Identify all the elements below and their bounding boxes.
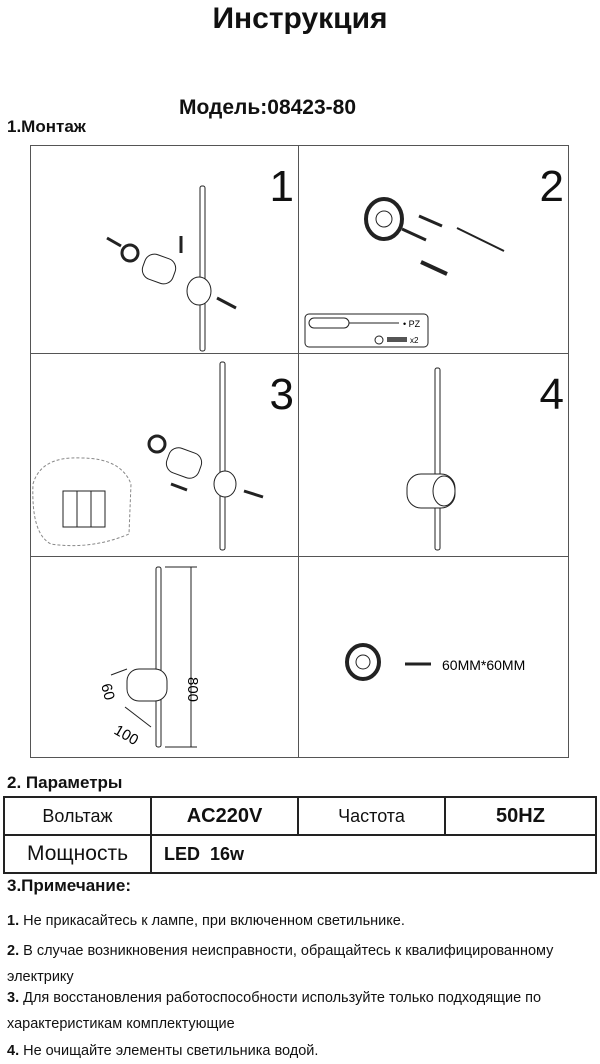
- base-size-panel: 60MM*60MM: [298, 556, 569, 758]
- dimensions-illustration: 800 60 100: [97, 566, 201, 749]
- table-row: Мощность LED 16w: [3, 834, 597, 874]
- step-number: 1: [269, 162, 294, 211]
- note-item: 4. Не очищайте элементы светильника водо…: [7, 1043, 319, 1059]
- section-parameters: 2. Параметры: [7, 773, 123, 792]
- note-item: 1. Не прикасайтесь к лампе, при включенн…: [7, 913, 405, 929]
- frequency-label: Частота: [297, 796, 446, 836]
- table-row: Вольтаж AC220V Частота 50HZ: [3, 796, 597, 836]
- power-label: Мощность: [3, 834, 152, 874]
- base-size-label: 60MM*60MM: [442, 657, 525, 673]
- power-value: LED 16w: [150, 834, 597, 874]
- bit-label: • PZ: [403, 319, 421, 329]
- step-number: 2: [539, 162, 564, 211]
- width-label: 100: [111, 722, 141, 749]
- voltage-value: AC220V: [150, 796, 299, 836]
- section-installation: 1.Монтаж: [7, 117, 86, 136]
- length-label: 800: [184, 677, 201, 702]
- step-2-illustration: • PZ x2: [304, 197, 505, 348]
- step-4-illustration: [406, 367, 456, 551]
- section-notes: 3.Примечание:: [7, 876, 131, 895]
- step-1-illustration: [106, 185, 237, 352]
- voltage-label: Вольтаж: [3, 796, 152, 836]
- step-4-panel: 4: [298, 353, 569, 557]
- parameters-table: Вольтаж AC220V Частота 50HZ Мощность LED…: [3, 796, 597, 874]
- step-number: 4: [539, 370, 564, 419]
- step-3-panel: 3: [30, 353, 299, 557]
- screw-count: x2: [410, 336, 419, 345]
- note-item: 2. В случае возникновения неисправности,…: [7, 943, 554, 985]
- step-2-panel: 2 • PZ x2: [298, 145, 569, 354]
- base-plate-illustration: 60MM*60MM: [345, 643, 525, 681]
- dimensions-panel: 800 60 100: [30, 556, 299, 758]
- step-number: 3: [269, 370, 294, 419]
- installation-diagram-grid: 1 2 • PZ x2 3: [30, 145, 569, 758]
- step-1-panel: 1: [30, 145, 299, 354]
- page-title: Инструкция: [212, 2, 388, 35]
- step-3-illustration: [32, 361, 264, 551]
- note-item: 3. Для восстановления работоспособности …: [7, 990, 542, 1032]
- depth-label: 60: [97, 682, 118, 703]
- frequency-value: 50HZ: [444, 796, 597, 836]
- model-number: Модель:08423-80: [178, 96, 357, 119]
